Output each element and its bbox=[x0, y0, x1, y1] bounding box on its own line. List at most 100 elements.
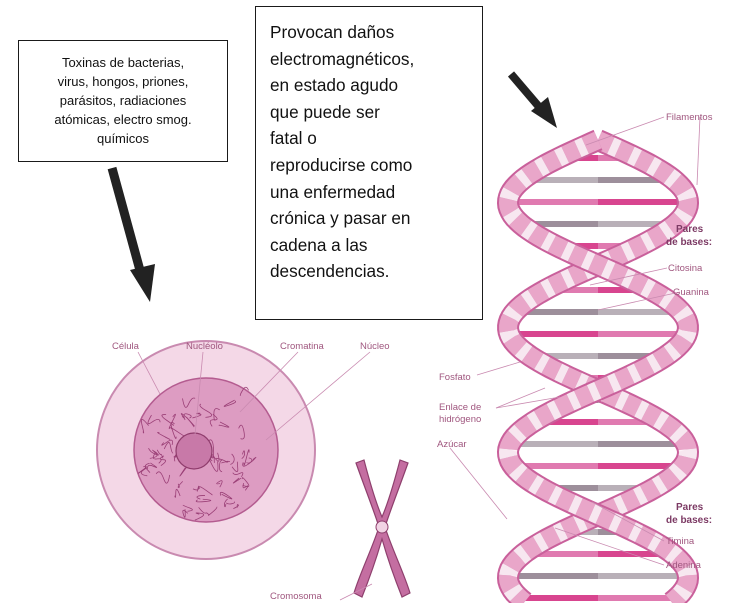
chromatin-strand bbox=[213, 408, 220, 421]
chromatin-strand bbox=[163, 442, 174, 454]
chromatin-strand bbox=[157, 432, 171, 440]
chromatin-strand bbox=[219, 460, 223, 473]
label-enlace-2: hidrógeno bbox=[439, 414, 481, 425]
chromatin-strand bbox=[246, 456, 257, 464]
chromatin-strand bbox=[225, 501, 235, 505]
cause-line: químicos bbox=[96, 131, 150, 146]
effect-line: Provocan daños bbox=[270, 22, 395, 42]
effect-line: cadena a las bbox=[270, 234, 368, 255]
effect-line: descendencias. bbox=[270, 261, 390, 282]
cause-text-box: Toxinas de bacterias, virus, hongos, pri… bbox=[18, 40, 228, 162]
chromatin-strand bbox=[195, 498, 212, 503]
chromatin-strand bbox=[140, 418, 149, 434]
label-pares-bases-1: Pares bbox=[676, 224, 704, 235]
label-nucleolo: Nucléolo bbox=[186, 341, 223, 352]
chromatin-strand bbox=[223, 399, 237, 407]
cause-line: virus, hongos, priones, bbox=[57, 74, 189, 89]
chromatin-strand bbox=[156, 449, 164, 459]
chromatin-strand bbox=[186, 416, 195, 428]
effect-line: fatal o bbox=[270, 128, 317, 149]
cause-line: parásitos, radiaciones bbox=[59, 93, 187, 108]
chromatin-strand bbox=[180, 413, 188, 419]
chromatin-strand bbox=[168, 413, 176, 429]
arrow-to-dna bbox=[507, 71, 557, 128]
chromatin-strand bbox=[216, 480, 223, 488]
label-azucar: Azúcar bbox=[437, 439, 467, 450]
label-nucleo: Núcleo bbox=[360, 341, 390, 352]
label-timina: Timina bbox=[666, 536, 695, 547]
dna-strand bbox=[498, 131, 698, 603]
chromatin-strand bbox=[173, 454, 177, 462]
chromatin-strand bbox=[161, 414, 175, 426]
chromatin-strand bbox=[140, 466, 148, 477]
cell-diagram bbox=[96, 340, 411, 601]
chromatin-strand bbox=[218, 421, 230, 428]
chromatin-strand bbox=[221, 460, 231, 464]
chromatin-strand bbox=[152, 452, 162, 464]
dna-strand bbox=[498, 131, 698, 603]
nucleolus-shape bbox=[175, 432, 213, 470]
chromatin-strand bbox=[182, 504, 193, 512]
chromatin-strand bbox=[238, 424, 245, 440]
chromatin-strand bbox=[198, 507, 210, 516]
chromatin-strand bbox=[232, 472, 244, 478]
chromatin-strand bbox=[223, 498, 228, 508]
label-pares-bases-2: Pares bbox=[676, 502, 704, 513]
cause-line: Toxinas de bacterias, bbox=[61, 55, 185, 70]
chromatin-strand bbox=[196, 495, 205, 500]
chromatin-strand bbox=[182, 509, 189, 518]
chromatin-strand bbox=[242, 457, 253, 467]
label-adenina: Adenina bbox=[666, 560, 702, 571]
chromatin-strand bbox=[170, 422, 177, 439]
chromatin-strand bbox=[194, 512, 205, 521]
effect-line: una enfermedad bbox=[270, 181, 396, 202]
chromatin-strand bbox=[192, 485, 200, 492]
chromatin-strand bbox=[155, 471, 171, 484]
chromatin-strand bbox=[242, 482, 249, 491]
chromatin-strand bbox=[233, 504, 239, 509]
chromatin-strand bbox=[239, 386, 249, 397]
chromosome-shape bbox=[353, 459, 411, 598]
label-fosfato: Fosfato bbox=[439, 372, 471, 383]
chromatin-strand bbox=[232, 477, 242, 484]
chromatin-strand bbox=[199, 403, 213, 418]
chromatin-strand bbox=[183, 413, 192, 421]
chromatin-strand bbox=[182, 397, 196, 408]
chromatin-strand bbox=[147, 462, 158, 470]
chromatin-strand bbox=[161, 439, 173, 446]
chromatin-texture bbox=[137, 386, 257, 521]
effect-line: en estado agudo bbox=[270, 75, 399, 96]
label-filamentos: Filamentos bbox=[666, 112, 713, 123]
chromatin-strand bbox=[215, 457, 228, 463]
arrow-to-cell bbox=[107, 166, 155, 302]
chromatin-strand bbox=[206, 439, 215, 458]
chromatin-strand bbox=[177, 481, 183, 488]
chromatin-strand bbox=[243, 449, 250, 466]
effect-text-box: Provocan daños electromagnéticos, en est… bbox=[255, 6, 483, 320]
dna-strand-highlight bbox=[498, 131, 698, 603]
effect-line: que puede ser bbox=[270, 101, 380, 122]
chromatin-strand bbox=[241, 450, 246, 459]
chromatin-strand bbox=[147, 414, 161, 425]
label-pares-bases-1b: de bases: bbox=[666, 237, 712, 248]
chromatin-strand bbox=[174, 488, 181, 498]
label-cromosoma: Cromosoma bbox=[270, 591, 322, 602]
cause-line: atómicas, electro smog. bbox=[54, 112, 192, 127]
chromatin-strand bbox=[231, 461, 239, 472]
chromatin-strand bbox=[230, 453, 235, 465]
chromatin-strand bbox=[148, 448, 159, 456]
chromatin-strand bbox=[241, 477, 250, 487]
label-guanina: Guanina bbox=[673, 287, 710, 298]
effect-line: electromagnéticos, bbox=[270, 48, 415, 69]
dna-strand-highlight bbox=[498, 131, 698, 603]
effect-line: reproducirse como bbox=[270, 154, 413, 175]
label-citosina: Citosina bbox=[668, 263, 703, 274]
chromatin-strand bbox=[159, 455, 167, 467]
label-enlace-1: Enlace de bbox=[439, 402, 481, 413]
dna-helix bbox=[496, 129, 700, 603]
chromatin-strand bbox=[208, 506, 218, 516]
effect-line: crónica y pasar en bbox=[270, 208, 411, 229]
label-celula: Célula bbox=[112, 341, 140, 352]
dna-leader-lines bbox=[449, 116, 701, 566]
